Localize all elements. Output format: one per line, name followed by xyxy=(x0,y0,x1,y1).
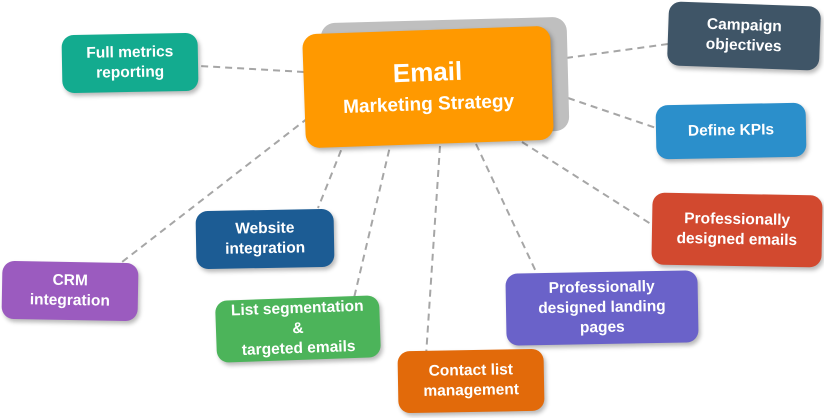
node-campaign-objectives: Campaign objectives xyxy=(666,1,822,71)
center-node: Email Marketing Strategy xyxy=(302,25,554,149)
connector-landing-pages xyxy=(475,143,539,277)
connector-define-kpis xyxy=(567,97,657,129)
node-professionally-designed-emails: Professionally designed emails xyxy=(651,192,823,268)
node-list-segmentation: List segmentation & targeted emails xyxy=(214,295,382,363)
connector-list-segmentation xyxy=(353,137,393,299)
connector-full-metrics xyxy=(199,65,305,73)
node-website-integration: Website integration xyxy=(195,208,335,270)
node-crm-integration: CRM integration xyxy=(1,260,139,322)
connector-campaign-objectives xyxy=(565,43,669,59)
connector-crm-integration xyxy=(121,117,309,263)
center-title: Email xyxy=(392,55,463,89)
node-professionally-designed-landing-pages: Professionally designed landing pages xyxy=(505,270,699,346)
connector-professionally-designed-emails xyxy=(521,141,655,227)
connector-contact-list xyxy=(425,145,441,357)
node-contact-list-management: Contact list management xyxy=(397,348,545,414)
node-define-kpis: Define KPIs xyxy=(655,102,807,160)
center-subtitle: Marketing Strategy xyxy=(342,91,515,118)
node-full-metrics-reporting: Full metrics reporting xyxy=(61,32,199,94)
